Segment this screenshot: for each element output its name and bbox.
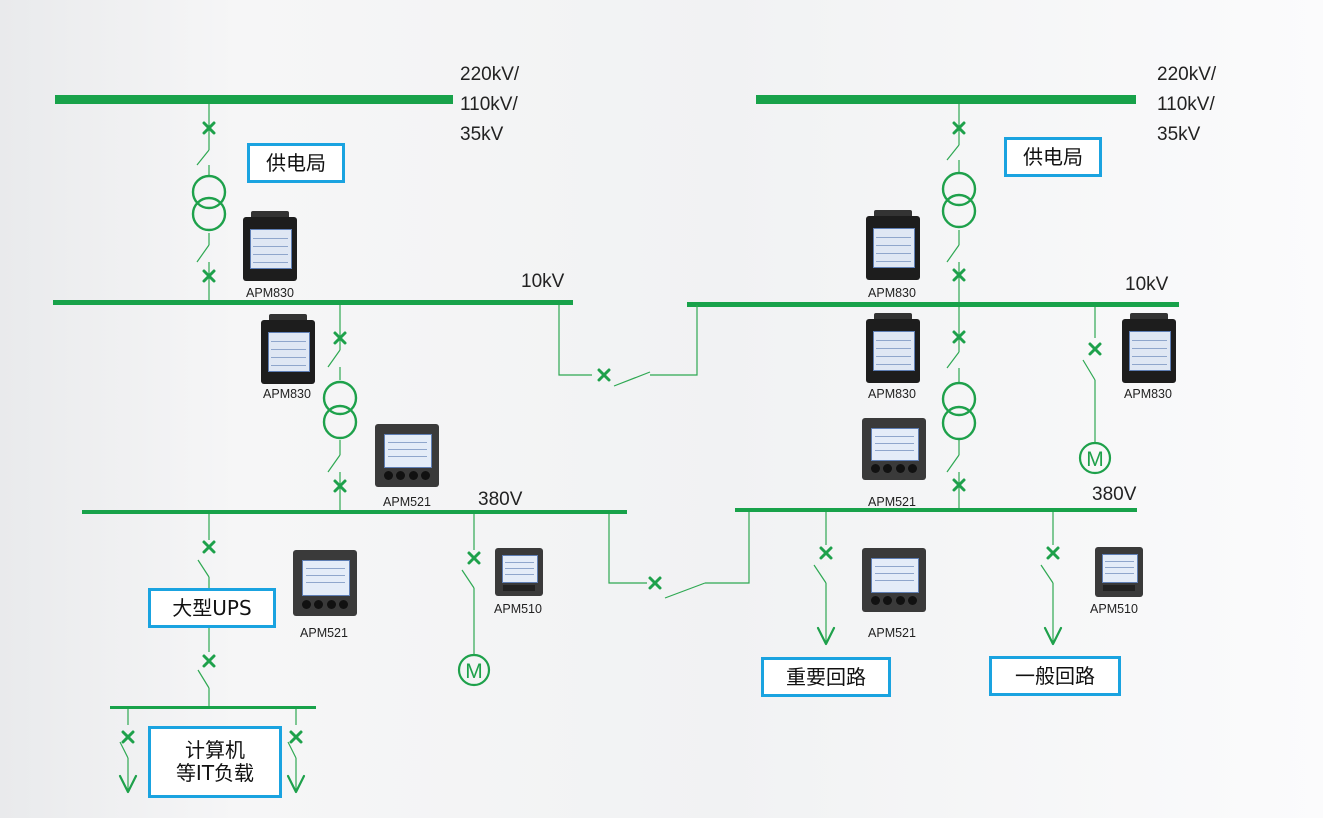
hv-voltage-label: 35kV <box>1157 124 1201 145</box>
utility-box-right: 供电局 <box>1004 137 1102 177</box>
meter-model-label: APM830 <box>246 286 294 300</box>
lv-bus-right <box>735 508 1137 512</box>
hv-voltage-label: 110kV/ <box>1157 94 1215 115</box>
it-load-bus <box>110 706 316 709</box>
ups-feeder <box>197 514 216 706</box>
motor-icon: M <box>1078 441 1112 475</box>
right-mv-feeder <box>941 307 977 508</box>
transformer-coil <box>941 381 977 417</box>
lv-voltage-label: 380V <box>1092 484 1137 505</box>
motor-icon: M <box>457 653 491 687</box>
breaker-icon <box>202 121 216 135</box>
utility-box-left: 供电局 <box>247 143 345 183</box>
meter-device-icon <box>243 211 297 281</box>
transformer-coil <box>941 171 977 207</box>
breaker-icon <box>648 576 662 590</box>
breaker-icon <box>952 478 966 492</box>
left-mv-feeder <box>322 305 358 510</box>
breaker-icon <box>1088 342 1102 356</box>
mv-bus-tie <box>558 305 698 387</box>
meter-device-icon <box>1095 547 1143 597</box>
breaker-icon <box>202 654 216 668</box>
breaker-icon <box>121 730 135 744</box>
hv-bus-right <box>756 95 1136 104</box>
lv-voltage-label: 380V <box>478 489 523 510</box>
meter-model-label: APM521 <box>868 495 916 509</box>
it-load-line1: 计算机 <box>185 738 245 762</box>
meter-model-label: APM521 <box>383 495 431 509</box>
arrow-down-icon <box>286 774 306 794</box>
ups-box: 大型UPS <box>148 588 276 628</box>
left-lv-motor-feeder: M <box>457 514 491 687</box>
breaker-icon <box>289 730 303 744</box>
meter-device-icon <box>866 313 920 383</box>
meter-model-label: APM830 <box>1124 387 1172 401</box>
meter-model-label: APM830 <box>263 387 311 401</box>
meter-model-label: APM830 <box>868 286 916 300</box>
it-load-line2: 等IT负载 <box>175 761 255 785</box>
meter-model-label: APM830 <box>868 387 916 401</box>
meter-device-icon <box>1122 313 1176 383</box>
general-circuit-box: 一般回路 <box>989 656 1121 696</box>
it-load-box: 计算机 等IT负载 <box>148 726 282 798</box>
breaker-icon <box>952 121 966 135</box>
arrow-down-icon <box>118 774 138 794</box>
breaker-icon <box>1046 546 1060 560</box>
meter-model-label: APM510 <box>1090 602 1138 616</box>
mv-voltage-label: 10kV <box>521 271 565 292</box>
hv-bus-left <box>55 95 453 104</box>
transformer-coil <box>191 196 227 232</box>
mv-bus-left <box>53 300 573 305</box>
meter-model-label: APM521 <box>300 626 348 640</box>
breaker-icon <box>333 331 347 345</box>
arrow-down-icon <box>1043 626 1063 646</box>
important-circuit-box: 重要回路 <box>761 657 891 697</box>
breaker-icon <box>597 368 611 382</box>
transformer-coil <box>322 404 358 440</box>
it-load-outgoing <box>118 709 306 794</box>
lv-bus-left <box>82 510 627 514</box>
arrow-down-icon <box>816 626 836 646</box>
left-hv-feeder <box>191 104 227 300</box>
transformer-coil <box>941 193 977 229</box>
mv-voltage-label: 10kV <box>1125 274 1169 295</box>
transformer-coil <box>191 174 227 210</box>
motor-symbol: M <box>465 660 483 683</box>
lv-bus-tie <box>608 512 750 599</box>
general-circuit-feeder <box>1040 512 1063 646</box>
breaker-icon <box>202 540 216 554</box>
breaker-icon <box>819 546 833 560</box>
motor-symbol: M <box>1086 448 1104 471</box>
meter-model-label: APM510 <box>494 602 542 616</box>
meter-device-icon <box>866 210 920 280</box>
breaker-icon <box>202 269 216 283</box>
transformer-coil <box>322 380 358 416</box>
meter-device-icon <box>862 418 926 480</box>
meter-device-icon <box>293 550 357 616</box>
important-circuit-feeder <box>813 512 836 646</box>
transformer-coil <box>941 405 977 441</box>
hv-voltage-label: 220kV/ <box>460 64 520 85</box>
breaker-icon <box>467 551 481 565</box>
hv-voltage-label: 35kV <box>460 124 504 145</box>
hv-voltage-label: 110kV/ <box>460 94 518 115</box>
breaker-icon <box>952 330 966 344</box>
meter-device-icon <box>862 548 926 612</box>
meter-device-icon <box>375 424 439 487</box>
meter-device-icon <box>495 548 543 596</box>
right-hv-feeder <box>941 104 977 302</box>
mv-bus-right <box>687 302 1179 307</box>
breaker-icon <box>952 268 966 282</box>
right-mv-motor-feeder: M <box>1078 307 1112 475</box>
hv-voltage-label: 220kV/ <box>1157 64 1217 85</box>
meter-model-label: APM521 <box>868 626 916 640</box>
breaker-icon <box>333 479 347 493</box>
meter-device-icon <box>261 314 315 384</box>
